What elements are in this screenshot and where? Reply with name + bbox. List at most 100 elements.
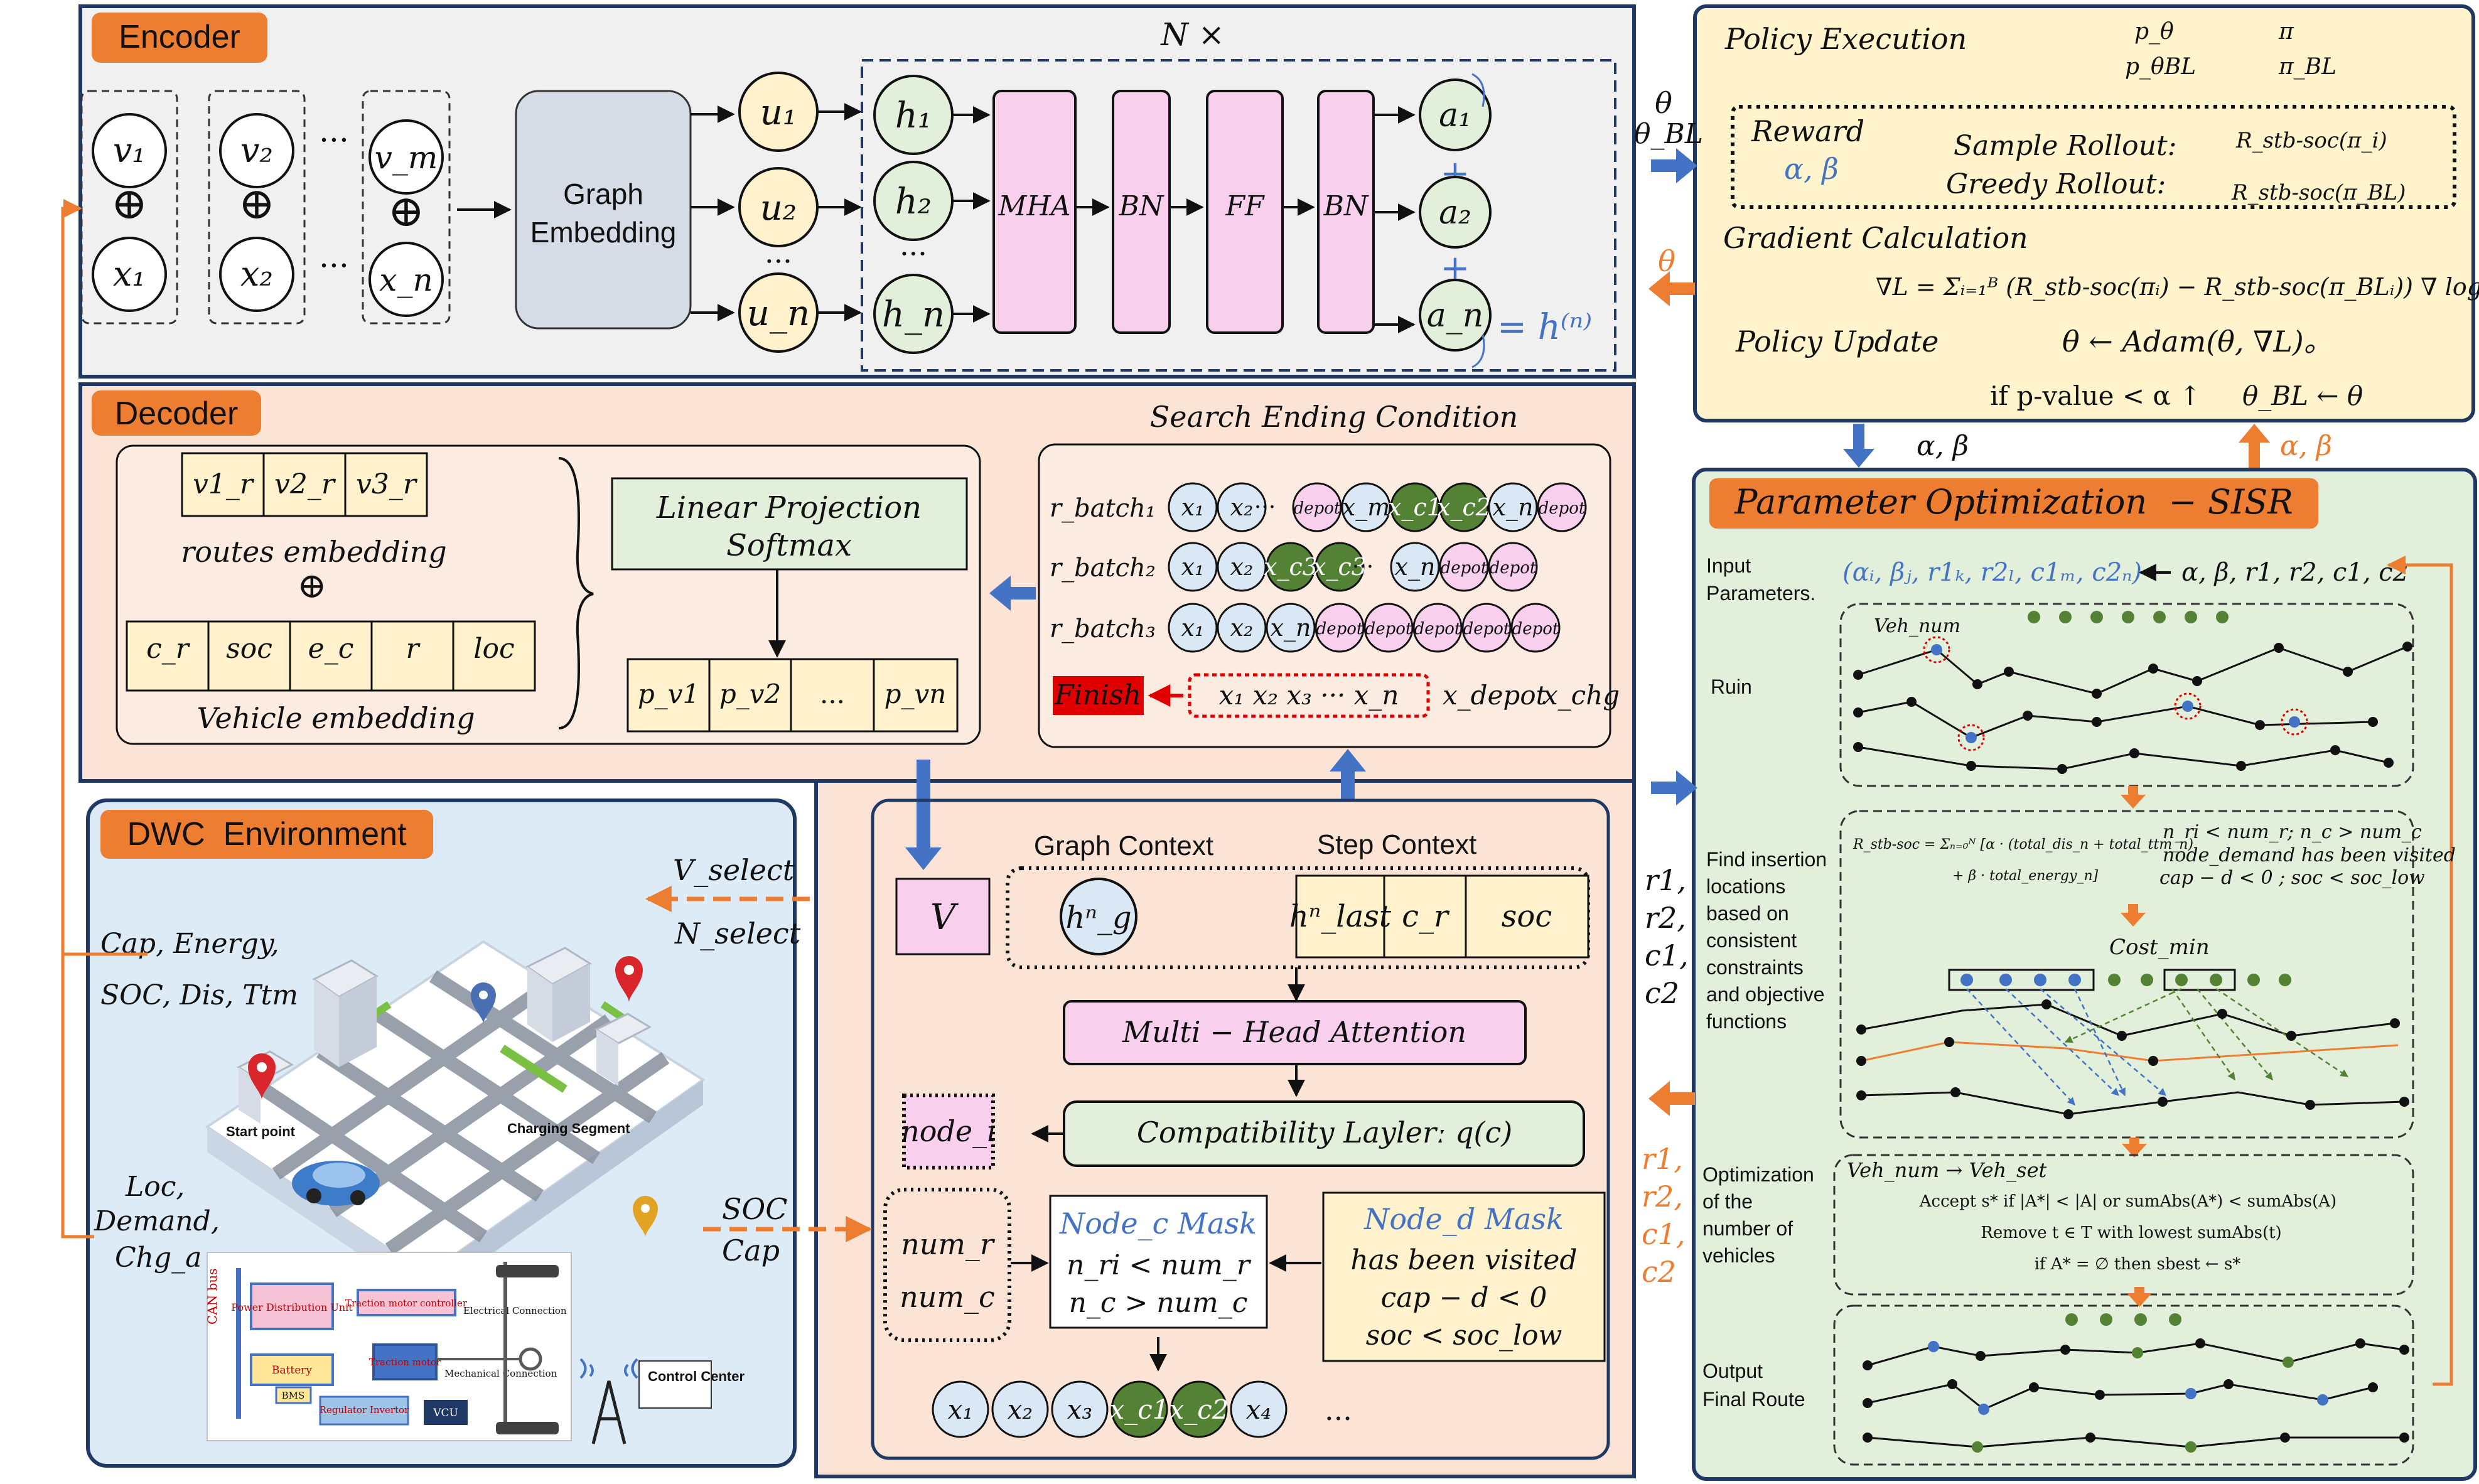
c1-label: c1,: [1645, 938, 1689, 972]
step-h-last: hⁿ_last: [1289, 899, 1392, 934]
sample-rollout-label: Sample Rollout:: [1954, 130, 2176, 162]
removed-blue-nodes: [1960, 974, 2081, 986]
opt-label-line-4: vehicles: [1702, 1244, 1775, 1267]
output-green-dots: [2065, 1313, 2181, 1326]
a2-node: [1419, 176, 1492, 249]
output-node-label: x₁: [948, 1394, 974, 1425]
h1-label: h₁: [895, 95, 932, 136]
cost-formula-line1: R_stb-soc = Σₙ₌₀ᴺ [α · (total_dis_n + to…: [1853, 837, 2193, 852]
prob-vn: p_vn: [885, 679, 947, 709]
embedding-brace: [558, 457, 594, 729]
sisr-feedback-line: [2387, 556, 2453, 1386]
charging-segment-label: Charging Segment: [507, 1121, 630, 1136]
batch-node-label: x_n: [1395, 553, 1436, 581]
u1-label: u₁: [760, 92, 797, 133]
repeat-label: N ×: [1160, 16, 1225, 53]
vehicle-field-loc: loc: [473, 633, 514, 665]
v-box: [895, 878, 991, 955]
batch-node-label: x₁: [1181, 553, 1205, 581]
batch-node-label: x_n: [1493, 493, 1534, 522]
routes-embedding-row: v1_r v2_r v3_r: [181, 452, 428, 517]
batch-node-label: x₂: [1230, 553, 1254, 581]
theta-back-label: θ: [1658, 244, 1675, 278]
p-theta-bl: p_θBL: [2125, 54, 2196, 80]
route-v2: v2_r: [274, 468, 336, 500]
constraint-line3: cap − d < 0 ; soc < soc_low: [2159, 867, 2425, 889]
alpha-beta-up-label: α, β: [2280, 430, 2332, 462]
policy-update-formula: θ ← Adam(θ, ∇L)。: [2062, 325, 2333, 358]
inverter-label: Regulator Invertor: [320, 1404, 409, 1416]
batch-node-label: x_n: [1271, 614, 1311, 642]
antenna-icon: [579, 1358, 638, 1379]
vcu-label: VCU: [433, 1407, 458, 1419]
batch-node-label: depot: [1463, 620, 1510, 638]
output-label-2: Final Route: [1702, 1388, 1805, 1411]
mha-context-box: [1063, 1000, 1527, 1065]
opt-label-line-2: of the: [1702, 1190, 1753, 1213]
encoder-layer-block: [861, 59, 1616, 372]
find-label-line-7: functions: [1706, 1010, 1787, 1033]
batch-label-3: r_batch₃: [1050, 615, 1156, 643]
v1-label: v₁: [113, 131, 146, 170]
from-sisr-arrow: [1648, 1081, 1695, 1116]
cap-label: Cap: [722, 1234, 780, 1267]
output-node: [1170, 1380, 1228, 1438]
batch-node: [1217, 482, 1267, 532]
vehicle-field-ec: e_c: [308, 633, 354, 665]
batch-node-label: x₁: [1181, 493, 1205, 521]
batch-node: [1488, 482, 1538, 532]
batch-node: [1315, 542, 1365, 592]
node-c-mask-line1: n_ri < num_r: [1067, 1249, 1252, 1281]
batch-node-label: depot: [1294, 499, 1341, 518]
node-d-mask-line1: has been visited: [1350, 1244, 1577, 1276]
batch-node-label: depot: [1365, 620, 1412, 638]
battery-label: Battery: [272, 1364, 312, 1377]
alpha-beta-down-arrow: [1843, 424, 1874, 468]
node-c-mask-title: Node_c Mask: [1059, 1207, 1257, 1240]
output-dots: ...: [1325, 1393, 1352, 1427]
pi: π: [2278, 19, 2294, 45]
baseline-formula: θ_BL ← θ: [2242, 380, 2363, 411]
input-pair-m: v_m ⊕ x_n: [362, 90, 451, 325]
output-node: [1110, 1380, 1168, 1438]
control-center-label: Control Center: [648, 1368, 745, 1384]
removed-blue-group: [1948, 969, 2095, 991]
probability-row: p_v1 p_v2 ... p_vn: [626, 658, 959, 733]
batch-node-label: depot: [1512, 620, 1559, 638]
loc-label-1: Loc,: [125, 1171, 185, 1203]
oplus-1: ⊕: [111, 178, 148, 229]
theta-forward-arrow: [1651, 148, 1697, 183]
hn-label: h_n: [882, 294, 945, 335]
decoder-title-tag: [92, 390, 261, 436]
decoder-down-arrow: [905, 760, 942, 870]
theta-label: θ: [1655, 86, 1672, 120]
find-label-line-4: consistent: [1706, 929, 1797, 952]
state-label-2: SOC, Dis, Ttm: [100, 979, 298, 1011]
num-c-label: num_c: [900, 1280, 995, 1314]
output-label-1: Output: [1702, 1360, 1763, 1382]
batch-node: [1390, 482, 1440, 532]
batch-node: [1168, 482, 1218, 532]
condition-formula: if p-value < α ↑: [1990, 380, 2201, 411]
batch-node: [1217, 603, 1267, 653]
prob-v1: p_v1: [638, 679, 699, 709]
c2-label: c2: [1645, 976, 1679, 1010]
start-point-label: Start point: [226, 1124, 296, 1139]
gradient-label: Gradient Calculation: [1723, 221, 2028, 255]
h2-label: h₂: [895, 181, 932, 222]
v-select-label: V_select: [673, 853, 795, 887]
output-node: [1051, 1380, 1109, 1438]
sisr-title: Parameter Optimization − SISR: [1734, 482, 2293, 522]
opt-line-2: Accept s* if |A*| < |A| or sumAbs(A*) < …: [1919, 1192, 2336, 1211]
u2-label: u₂: [760, 188, 797, 229]
veh-num-label: Veh_num: [1874, 615, 1960, 637]
vehicle-field-cr: c_r: [146, 633, 191, 665]
route-v1: v1_r: [193, 468, 255, 500]
reward-params: α, β: [1784, 152, 1839, 186]
constraint-line1: n_ri < num_r; n_c > num_c: [2163, 821, 2422, 843]
search-ending-title: Search Ending Condition: [1150, 400, 1518, 434]
batch-node-label: depot: [1316, 620, 1363, 638]
opt-label-line-1: Optimization: [1702, 1163, 1814, 1186]
encoder-panel: [78, 4, 1636, 379]
